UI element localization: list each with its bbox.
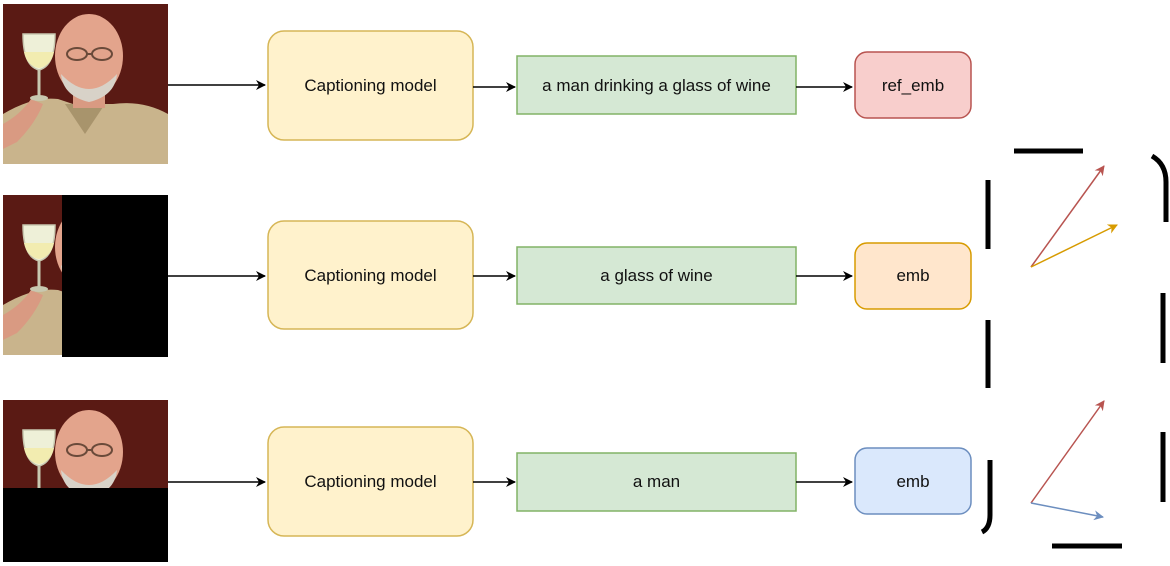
emb-label-orange: emb [896, 266, 929, 285]
emb-label-blue: emb [896, 472, 929, 491]
caption-text-1: a man drinking a glass of wine [542, 76, 771, 95]
dashed-bracket [980, 148, 1169, 549]
row-2: Captioning model a glass of wine emb [1, 193, 972, 357]
vectors-ref-vs-orange [1030, 165, 1118, 268]
captioning-model-label-2: Captioning model [304, 266, 436, 285]
embedding-comparison-panel [980, 148, 1169, 549]
ref-emb-vector-1 [1030, 165, 1105, 268]
vectors-ref-vs-blue [1030, 400, 1105, 521]
orange-emb-vector [1030, 224, 1118, 268]
captioning-model-label-1: Captioning model [304, 76, 436, 95]
input-image-bottom-masked [1, 398, 170, 562]
caption-box-1 [516, 55, 797, 115]
bottom-mask [3, 488, 168, 562]
captioning-model-label-3: Captioning model [304, 472, 436, 491]
row-3: Captioning model a man emb [1, 398, 972, 562]
input-image-original [1, 2, 170, 166]
captioning-model-box-1 [267, 30, 474, 141]
input-image-right-masked [1, 193, 170, 357]
ref-emb-vector-2 [1030, 400, 1105, 504]
emb-box-blue [854, 447, 972, 515]
captioning-model-box-2 [267, 220, 474, 330]
right-mask [62, 195, 168, 357]
ref-emb-box [854, 51, 972, 119]
blue-emb-vector [1030, 502, 1104, 521]
caption-text-2: a glass of wine [600, 266, 712, 285]
ref-emb-label: ref_emb [882, 76, 944, 95]
caption-text-3: a man [633, 472, 680, 491]
row-1: Captioning model a man drinking a glass … [1, 2, 972, 166]
caption-box-3 [516, 452, 797, 512]
emb-box-orange [854, 242, 972, 310]
